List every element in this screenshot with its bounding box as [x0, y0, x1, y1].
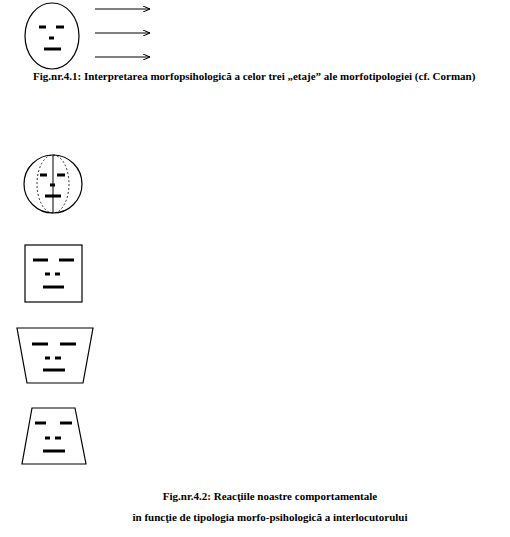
- figure-caption: Fig.nr.4.1: Interpretarea morfopsihologi…: [33, 70, 475, 82]
- figure-caption: Fig.nr.4.2: Reacţiile noastre comportame…: [20, 490, 510, 502]
- figure-caption-line: în funcţie de tipologia morfo-psihologic…: [20, 511, 510, 523]
